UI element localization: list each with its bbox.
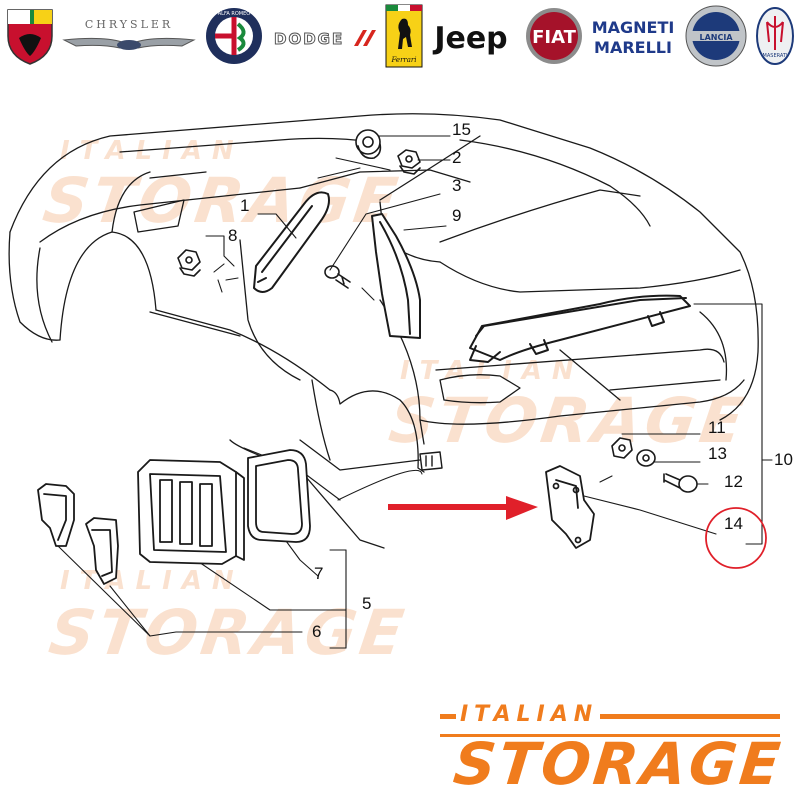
callout-14: 14 xyxy=(724,514,743,533)
marelli-wordmark: MARELLI xyxy=(594,38,672,57)
part-2-nut xyxy=(397,149,421,175)
callout-15: 15 xyxy=(452,120,471,139)
callout-7: 7 xyxy=(314,564,324,583)
logo-rule-left xyxy=(440,714,456,719)
logo-rule-under xyxy=(440,734,780,737)
logo-storage-text: STORAGE xyxy=(450,730,786,798)
watermark-italian: ITALIAN xyxy=(60,566,244,596)
callout-13: 13 xyxy=(708,444,727,463)
car-body-outline xyxy=(8,113,759,549)
leader-lines xyxy=(57,135,773,649)
red-pointer-arrow xyxy=(388,496,538,520)
magneti-wordmark: MAGNETI xyxy=(592,18,675,37)
part-3-screw xyxy=(324,265,351,289)
jeep-logo[interactable]: Jeep xyxy=(428,6,514,66)
callout-10: 10 xyxy=(774,450,793,469)
part-1-side-strip xyxy=(253,191,330,293)
chrysler-logo[interactable]: CHRYSLER xyxy=(62,6,196,66)
fiat-logo[interactable]: FIAT xyxy=(524,6,584,66)
part-9-pillar-trim xyxy=(371,213,421,339)
brand-logo-bar: CHRYSLER ALFA ROMEO DODGE xyxy=(0,0,800,78)
jeep-wordmark: Jeep xyxy=(432,21,507,56)
rear-spoiler xyxy=(469,294,691,363)
callout-9: 9 xyxy=(452,206,462,225)
chrysler-wordmark: CHRYSLER xyxy=(85,18,173,31)
ferrari-wordmark: Ferrari xyxy=(390,56,416,64)
alfa-romeo-ring-text: ALFA ROMEO xyxy=(218,11,251,17)
fiat-wordmark: FIAT xyxy=(532,27,577,48)
part-7-gasket xyxy=(247,449,311,543)
abarth-logo[interactable] xyxy=(4,6,56,66)
logo-rule-right xyxy=(600,714,780,719)
ferrari-logo[interactable]: Ferrari xyxy=(384,4,424,68)
callout-3: 3 xyxy=(452,176,462,195)
highlight-circle xyxy=(705,507,767,569)
dodge-logo[interactable]: DODGE xyxy=(270,6,380,66)
part-15-bushing xyxy=(355,129,382,160)
magneti-marelli-logo[interactable]: MAGNETI MARELLI xyxy=(588,6,678,66)
callout-12: 12 xyxy=(724,472,743,491)
callout-2: 2 xyxy=(452,148,462,167)
logo-italian-text: ITALIAN xyxy=(460,702,599,727)
part-8-nut xyxy=(177,249,201,277)
callout-8: 8 xyxy=(228,226,238,245)
part-6-brackets xyxy=(37,483,119,585)
lancia-wordmark: LANCIA xyxy=(699,33,733,42)
part-14-mount-bracket xyxy=(545,465,595,549)
maserati-wordmark: MASERATI xyxy=(763,53,788,59)
callout-11: 11 xyxy=(708,418,726,437)
part-12-screw xyxy=(663,473,698,493)
part-13-washer xyxy=(636,449,656,467)
alfa-romeo-logo[interactable]: ALFA ROMEO xyxy=(204,6,264,66)
italian-storage-logo[interactable]: ITALIAN STORAGE xyxy=(440,700,800,800)
lancia-logo[interactable]: LANCIA xyxy=(684,5,748,67)
maserati-logo[interactable]: MASERATI xyxy=(754,6,796,66)
callout-1: 1 xyxy=(240,196,250,215)
callout-6: 6 xyxy=(312,622,322,641)
small-connector-bracket xyxy=(419,451,443,471)
dodge-wordmark: DODGE xyxy=(274,30,344,48)
watermark-italian: ITALIAN xyxy=(60,136,244,166)
part-5-lamp-housing xyxy=(137,459,245,565)
part-11-nut xyxy=(611,437,633,459)
callout-5: 5 xyxy=(362,594,372,613)
